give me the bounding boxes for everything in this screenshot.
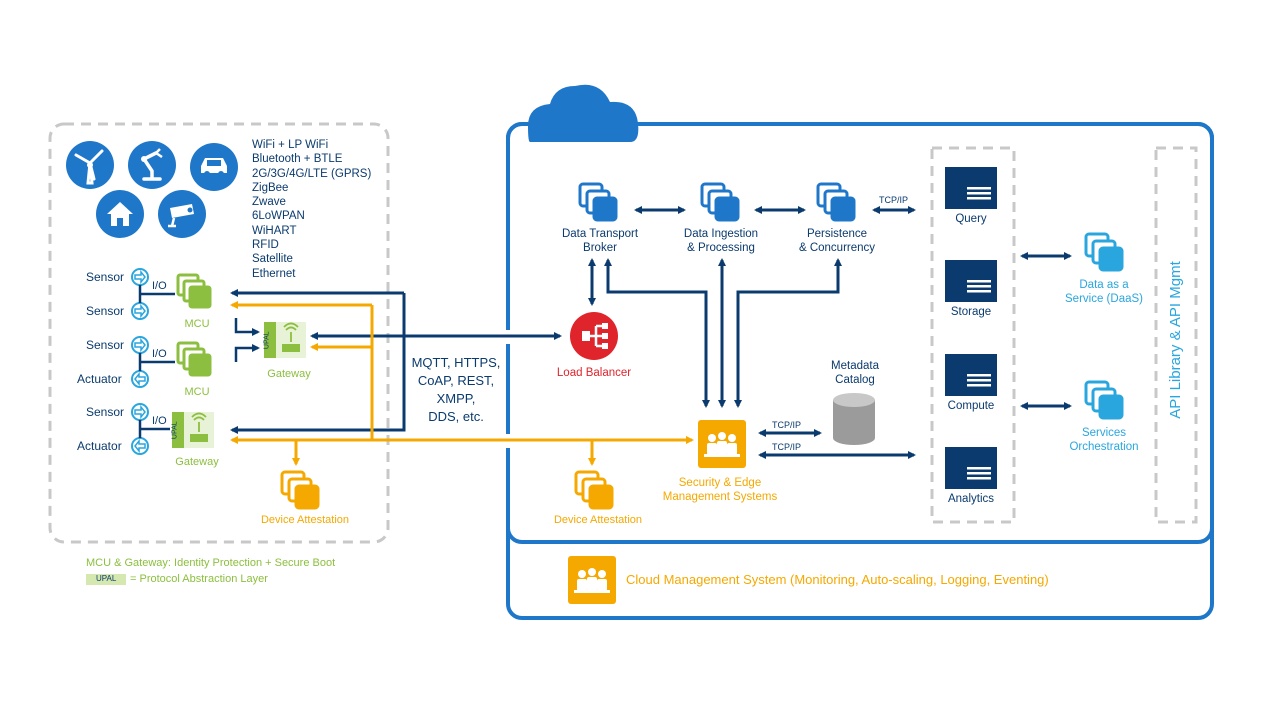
device-attestation-icon [574,470,614,510]
gateway-label: Gateway [175,456,219,468]
tcpip-label: TCP/IP [772,420,802,430]
persistence-label: Persistence& Concurrency [798,228,876,254]
legend-upal-badge: UPAL [96,574,117,583]
daas-icon [1084,232,1124,272]
device-attestation-label: Device Attestation [260,514,350,526]
home-icon [96,190,144,238]
gateway-icon [264,322,306,358]
protocol-list: MQTT, HTTPS, CoAP, REST, XMPP, DDS, etc. [412,354,501,426]
mcu-icon [176,273,212,309]
analytics-label: Analytics [947,493,995,505]
tcpip-label: TCP/IP [772,442,802,452]
connectivity-item: WiHART [252,224,297,237]
legend-protocol-layer: = Protocol Abstraction Layer [130,573,268,585]
io-label: I/O [152,280,167,292]
protocol-item: XMPP, [436,391,476,406]
security-camera-icon [158,190,206,238]
cloud-icon [528,84,639,142]
connectivity-item: Bluetooth + BTLE [252,153,343,166]
io-label: I/O [152,415,167,427]
edge-cloud-connector [230,289,562,434]
storage-icon [945,260,997,302]
mcu-gateway-arrows [234,318,260,362]
actuator-label: Actuator [77,439,122,453]
api-label: API Library & API Mgmt [1167,261,1184,419]
connectivity-item: RFID [252,239,279,252]
gateway-icon [172,412,214,448]
sensor-label: Sensor [86,405,125,419]
load-balancer-label: Load Balancer [556,367,632,379]
legend-identity: MCU & Gateway: Identity Protection + Sec… [86,557,336,569]
data-ingestion-icon [700,182,740,222]
load-balancer-icon [570,312,618,360]
upal-tag: UPAL [171,421,179,440]
metadata-catalog-icon [833,393,875,445]
sensor-label: Sensor [86,304,125,318]
protocol-item: CoAP, REST, [417,373,495,388]
robot-arm-icon [128,141,176,189]
actuator-icon [131,370,149,388]
sensor-label: Sensor [86,338,125,352]
storage-label: Storage [950,306,992,318]
cloud-management-icon [568,556,616,604]
protocol-item: DDS, etc. [428,409,484,424]
protocol-item: MQTT, HTTPS, [411,355,501,370]
connectivity-item: 6LoWPAN [252,210,305,223]
sensor-icon [131,268,149,286]
query-label: Query [955,213,987,225]
cloud-management-label: Cloud Management System (Monitoring, Aut… [626,572,1049,587]
attestation-connector [230,301,694,466]
car-icon [190,143,238,191]
sensor-icon [131,403,149,421]
persistence-icon [816,182,856,222]
gateway-label: Gateway [267,368,311,380]
compute-icon [945,354,997,396]
query-icon [945,167,997,209]
device-attestation-icon [280,470,320,510]
orchestration-icon [1084,380,1124,420]
upal-tag: UPAL [263,331,271,350]
analytics-icon [945,447,997,489]
connectivity-item: Ethernet [252,267,296,280]
wind-turbine-icon [66,141,114,189]
edge-devices-container [48,122,390,544]
connectivity-item: ZigBee [252,181,289,194]
actuator-icon [131,437,149,455]
services-container [930,146,1016,524]
mcu-icon [176,341,212,377]
data-transport-icon [578,182,618,222]
sensor-label: Sensor [86,270,125,284]
sensor-icon [131,336,149,354]
connectivity-item: Satellite [252,253,293,266]
device-attestation-label: Device Attestation [553,514,643,526]
connectivity-item: Zwave [252,196,286,209]
compute-label: Compute [947,400,995,412]
connectivity-item: 2G/3G/4G/LTE (GPRS) [252,167,372,180]
io-bracket [138,285,175,438]
component-arrows [588,206,1072,459]
sensor-icon [131,302,149,320]
actuator-label: Actuator [77,372,122,386]
data-ingestion-label: Data Ingestion& Processing [683,228,759,254]
upal-legend-badge [86,574,126,585]
tcpip-label: TCP/IP [879,195,909,205]
mcu-label: MCU [184,386,210,398]
security-edge-icon [698,420,746,468]
mcu-label: MCU [184,318,210,330]
connectivity-item: WiFi + LP WiFi [252,139,329,151]
io-label: I/O [152,348,167,360]
api-container [1154,146,1198,524]
